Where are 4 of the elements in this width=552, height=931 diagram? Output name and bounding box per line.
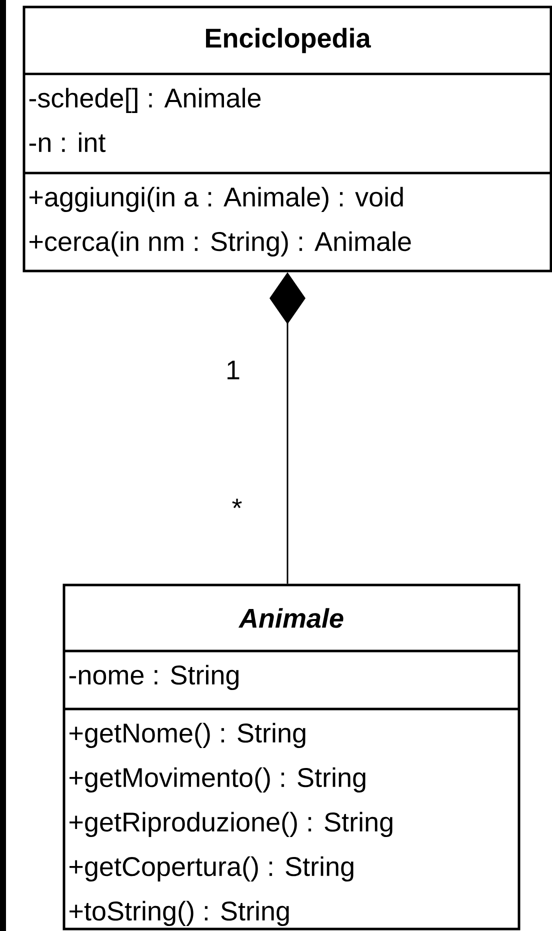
multiplicity-label: * [232,498,242,508]
multiplicity-label: 1 [228,360,240,380]
class-box: Enciclopedia -schede[] : Animale -n : int +aggiungi(in a : Animale) : void +cerca(in nm : String) : Animale [22,6,552,272]
class-box: Animale -nome : String +getNome() : String +getMovimento() : String +getRiproduzione() : String +getCopertura() : String +toString() : String [62,584,520,930]
